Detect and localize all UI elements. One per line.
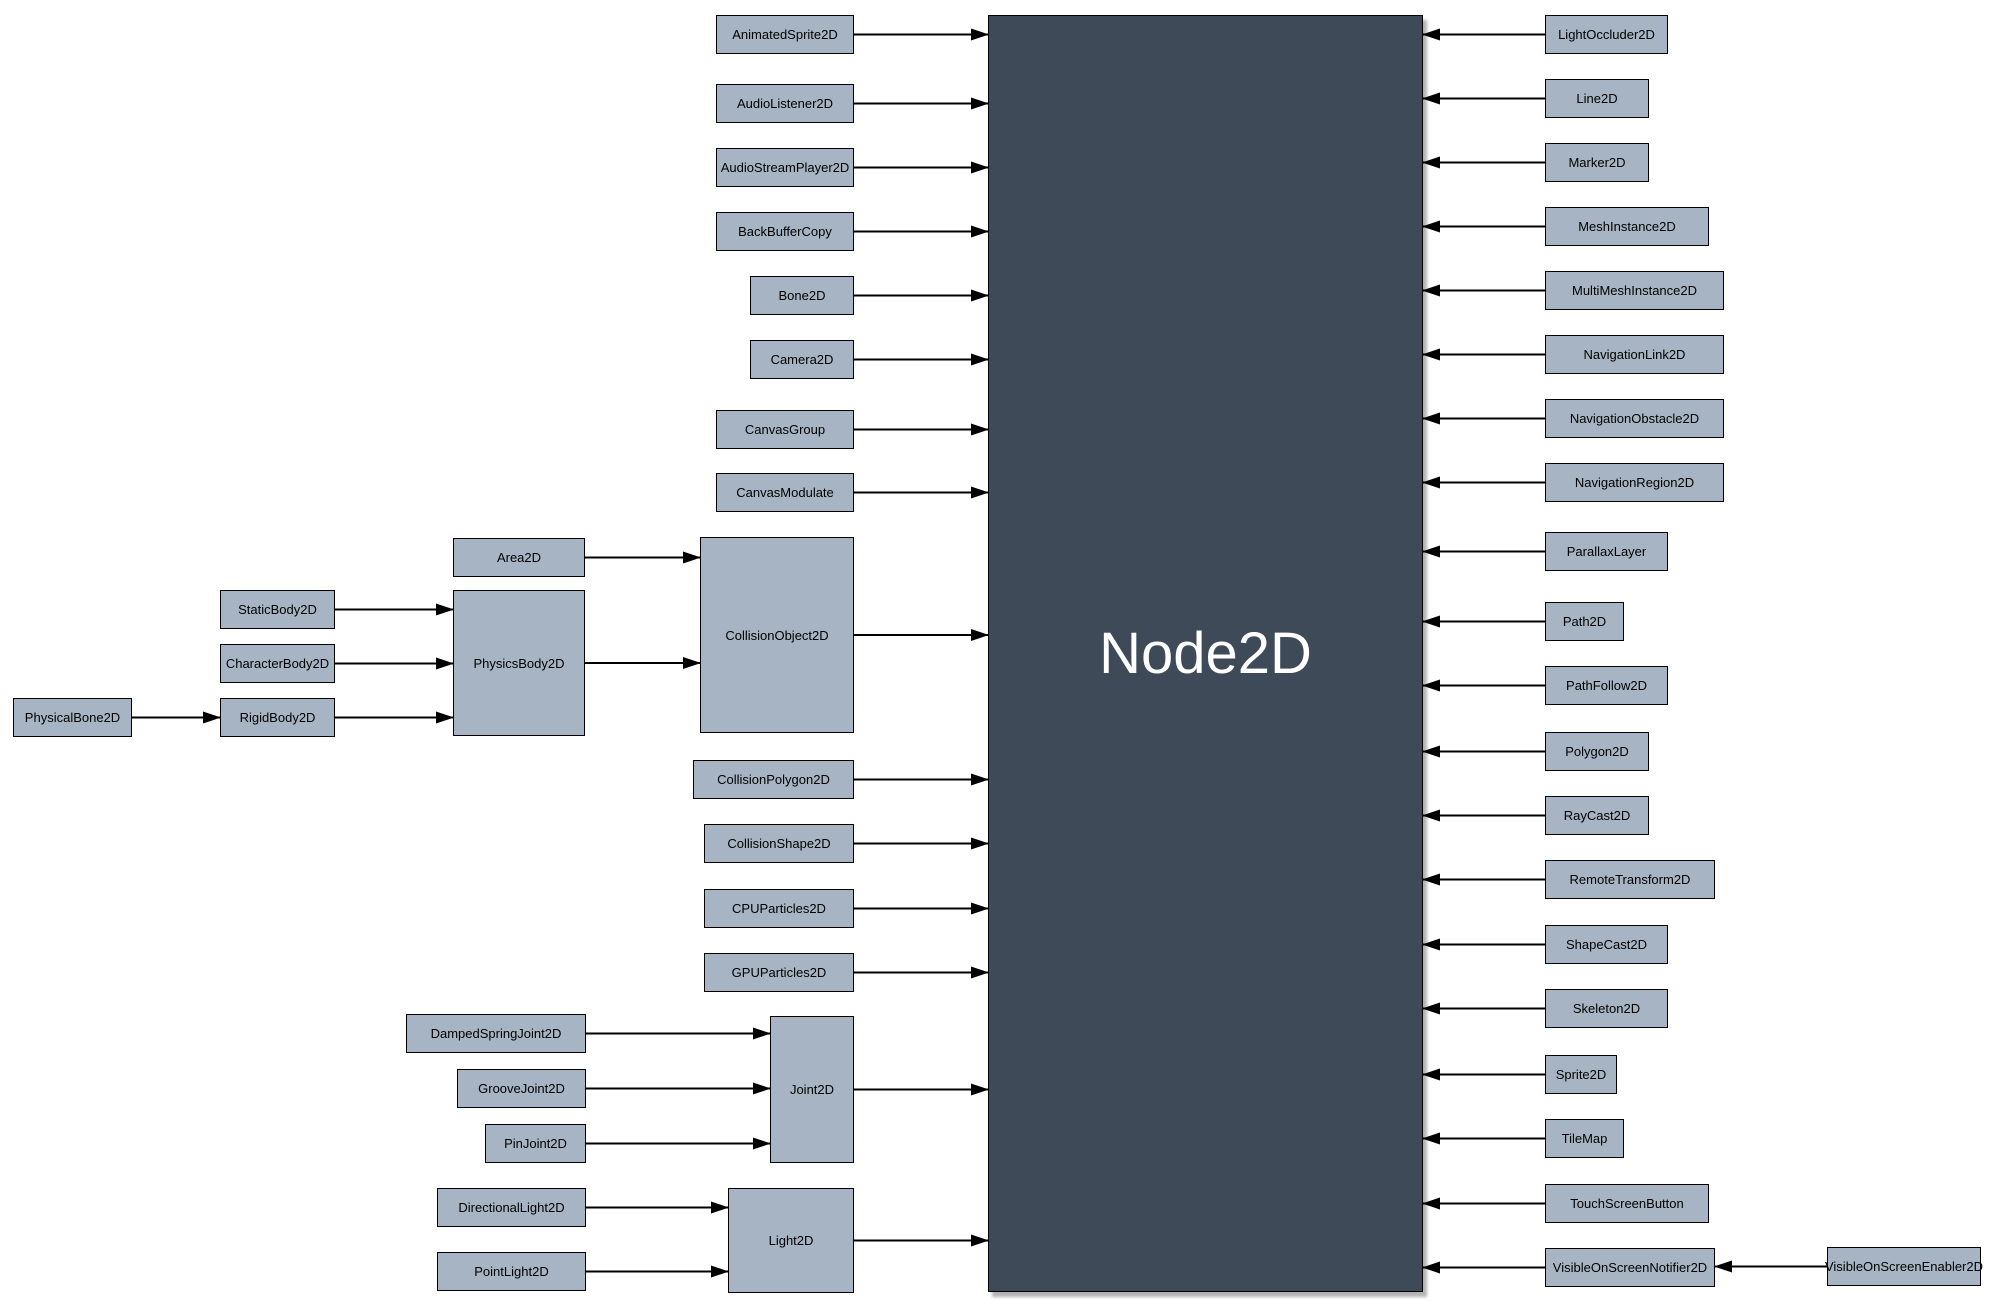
node-label: TouchScreenButton [1570,1196,1684,1211]
node-MultiMeshInstance2D: MultiMeshInstance2D [1545,271,1724,310]
node-NavigationLink2D: NavigationLink2D [1545,335,1724,374]
node-label: CollisionObject2D [725,627,829,643]
node-label: Sprite2D [1555,1067,1607,1082]
node-CharacterBody2D: CharacterBody2D [220,644,335,683]
node-CanvasGroup: CanvasGroup [716,410,854,449]
node-CanvasModulate: CanvasModulate [716,473,854,512]
node-label: DampedSpringJoint2D [430,1026,562,1041]
node-Path2D: Path2D [1545,602,1624,641]
node-label: LightOccluder2D [1558,27,1655,42]
node-label: PinJoint2D [504,1136,567,1151]
node-label: GPUParticles2D [731,965,827,980]
node-label: TileMap [1561,1131,1608,1146]
node-MeshInstance2D: MeshInstance2D [1545,207,1709,246]
node-Line2D: Line2D [1545,79,1649,118]
node-label: CPUParticles2D [732,901,826,916]
node-ParallaxLayer: ParallaxLayer [1545,532,1668,571]
node-VisibleOnScreenNotifier2D: VisibleOnScreenNotifier2D [1545,1248,1715,1287]
node-Skeleton2D: Skeleton2D [1545,989,1668,1028]
node-Camera2D: Camera2D [750,340,854,379]
node-PhysicalBone2D: PhysicalBone2D [13,698,132,737]
node-NavigationRegion2D: NavigationRegion2D [1545,463,1724,502]
node-label: Path2D [1562,614,1607,629]
node-DirectionalLight2D: DirectionalLight2D [437,1188,586,1227]
node-DampedSpringJoint2D: DampedSpringJoint2D [406,1014,586,1053]
node-label: Bone2D [778,288,826,303]
node-label: MeshInstance2D [1578,219,1676,234]
node-label: BackBufferCopy [738,224,832,239]
node-label: DirectionalLight2D [458,1200,565,1215]
node-label: AnimatedSprite2D [732,27,838,42]
node-label: Polygon2D [1565,744,1629,759]
node-LightOccluder2D: LightOccluder2D [1545,15,1668,54]
node-Light2D: Light2D [728,1188,854,1293]
node-CPUParticles2D: CPUParticles2D [704,889,854,928]
node-label: NavigationRegion2D [1574,475,1695,490]
node-VisibleOnScreenEnabler2D: VisibleOnScreenEnabler2D [1824,1247,1984,1286]
node-PhysicsBody2D: PhysicsBody2D [453,590,585,736]
node-TouchScreenButton: TouchScreenButton [1545,1184,1709,1223]
node-Bone2D: Bone2D [750,276,854,315]
node-label: Line2D [1576,91,1618,106]
node-label: CollisionShape2D [727,836,831,851]
node-CollisionObject2D: CollisionObject2D [700,537,854,733]
node-GrooveJoint2D: GrooveJoint2D [457,1069,586,1108]
node-label: StaticBody2D [238,602,317,617]
node-label: PathFollow2D [1566,678,1647,693]
node-AnimatedSprite2D: AnimatedSprite2D [716,15,854,54]
node-BackBufferCopy: BackBufferCopy [716,212,854,251]
node-label: GrooveJoint2D [478,1081,565,1096]
node-label: Joint2D [789,1082,835,1097]
node-label: PointLight2D [474,1264,549,1279]
node-label: VisibleOnScreenEnabler2D [1824,1259,1984,1274]
node-label: AudioListener2D [736,96,834,111]
node-StaticBody2D: StaticBody2D [220,590,335,629]
node-label: ParallaxLayer [1566,544,1647,559]
node-label: CollisionPolygon2D [717,772,830,787]
node-label: Camera2D [770,352,834,367]
node-label: VisibleOnScreenNotifier2D [1552,1260,1708,1275]
node-label: RemoteTransform2D [1569,872,1691,887]
node-Area2D: Area2D [453,538,585,577]
node-label: PhysicalBone2D [24,710,121,725]
node-CollisionPolygon2D: CollisionPolygon2D [693,760,854,799]
node-AudioStreamPlayer2D: AudioStreamPlayer2D [716,148,854,187]
node-CollisionShape2D: CollisionShape2D [704,824,854,863]
node-label: CanvasModulate [736,485,834,500]
node-label: Area2D [496,550,542,565]
node-Sprite2D: Sprite2D [1545,1055,1617,1094]
node-label: PhysicsBody2D [473,655,565,671]
node-ShapeCast2D: ShapeCast2D [1545,925,1668,964]
node-label: NavigationObstacle2D [1569,411,1700,426]
node-Marker2D: Marker2D [1545,143,1649,182]
node-RigidBody2D: RigidBody2D [220,698,335,737]
node-label: Light2D [768,1233,814,1248]
node-label: RayCast2D [1563,808,1631,823]
node-label: NavigationLink2D [1583,347,1686,362]
node-RayCast2D: RayCast2D [1545,796,1649,835]
node-Polygon2D: Polygon2D [1545,732,1649,771]
node-label: AudioStreamPlayer2D [720,160,850,175]
node-RemoteTransform2D: RemoteTransform2D [1545,860,1715,899]
node-PinJoint2D: PinJoint2D [485,1124,586,1163]
node-NavigationObstacle2D: NavigationObstacle2D [1545,399,1724,438]
node-label: RigidBody2D [239,710,316,725]
node-Joint2D: Joint2D [770,1016,854,1163]
node-TileMap: TileMap [1545,1119,1624,1158]
node-label: MultiMeshInstance2D [1572,283,1697,298]
node-label: CanvasGroup [744,422,826,437]
center-node-label: Node2D [1099,621,1312,686]
node-label: ShapeCast2D [1566,937,1647,952]
node-PathFollow2D: PathFollow2D [1545,666,1668,705]
node-label: CharacterBody2D [225,656,330,671]
node-Node2D: Node2D [988,15,1423,1292]
node-PointLight2D: PointLight2D [437,1252,586,1291]
node-label: Skeleton2D [1572,1001,1641,1016]
node-label: Marker2D [1568,155,1626,170]
node-AudioListener2D: AudioListener2D [716,84,854,123]
node-GPUParticles2D: GPUParticles2D [704,953,854,992]
